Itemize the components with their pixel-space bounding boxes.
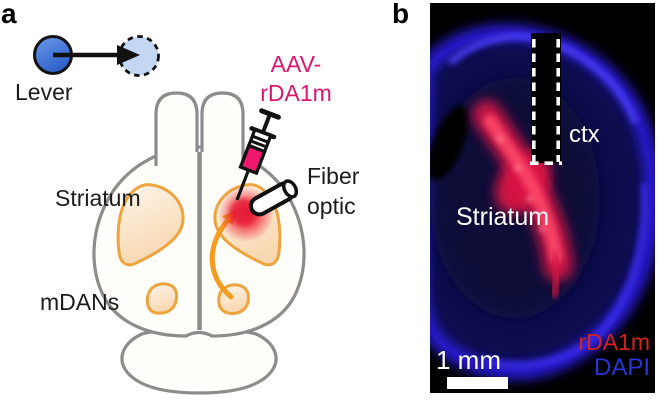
olfactory-bulb-right-fill — [202, 93, 243, 168]
lever-icon — [33, 35, 160, 77]
olfactory-bulb-right-outline — [200, 91, 245, 166]
mdans-label: mDANs — [40, 289, 120, 315]
striatum-label: Striatum — [55, 185, 141, 211]
aav-rda1m-label-line2: rDA1m — [260, 80, 332, 106]
striatum-left-shape — [116, 183, 185, 267]
fiber-optic-label: Fiber optic — [307, 161, 359, 221]
fluorescence-micrograph: ctx Striatum 1 mm rDA1m DAPI — [430, 3, 655, 393]
olfactory-bulb-left-outline — [154, 91, 199, 166]
legend-rda1m: rDA1m — [578, 329, 650, 355]
fiber-track-outline — [530, 33, 562, 165]
syringe-icon — [235, 108, 281, 201]
ctx-label: ctx — [569, 121, 600, 148]
panel-a-label: a — [1, 0, 17, 29]
panel-b-label: b — [392, 0, 410, 29]
cerebellum-outline — [120, 327, 278, 395]
panel-a-schematic — [33, 35, 306, 395]
striatum-label-micrograph: Striatum — [456, 203, 550, 231]
fiber-optic-label-line1: Fiber — [307, 163, 360, 189]
olfactory-bulb-left-fill — [156, 93, 197, 168]
aav-rda1m-label-line1: AAV- — [270, 51, 322, 77]
fiber-optic-label-line2: optic — [307, 193, 356, 219]
mdan-left-shape — [145, 282, 179, 315]
lever-label: Lever — [15, 79, 73, 105]
lever-press-arrow-icon — [53, 45, 140, 65]
legend-dapi: DAPI — [593, 354, 650, 381]
scale-bar-label: 1 mm — [436, 345, 501, 375]
aav-rda1m-label: AAV- rDA1m — [240, 50, 352, 108]
fiber-optic-icon — [248, 179, 299, 217]
micrograph-image — [430, 3, 655, 393]
channel-legend: rDA1m DAPI — [578, 329, 650, 381]
scale-bar — [447, 377, 508, 389]
rda1m-expression — [472, 100, 573, 298]
